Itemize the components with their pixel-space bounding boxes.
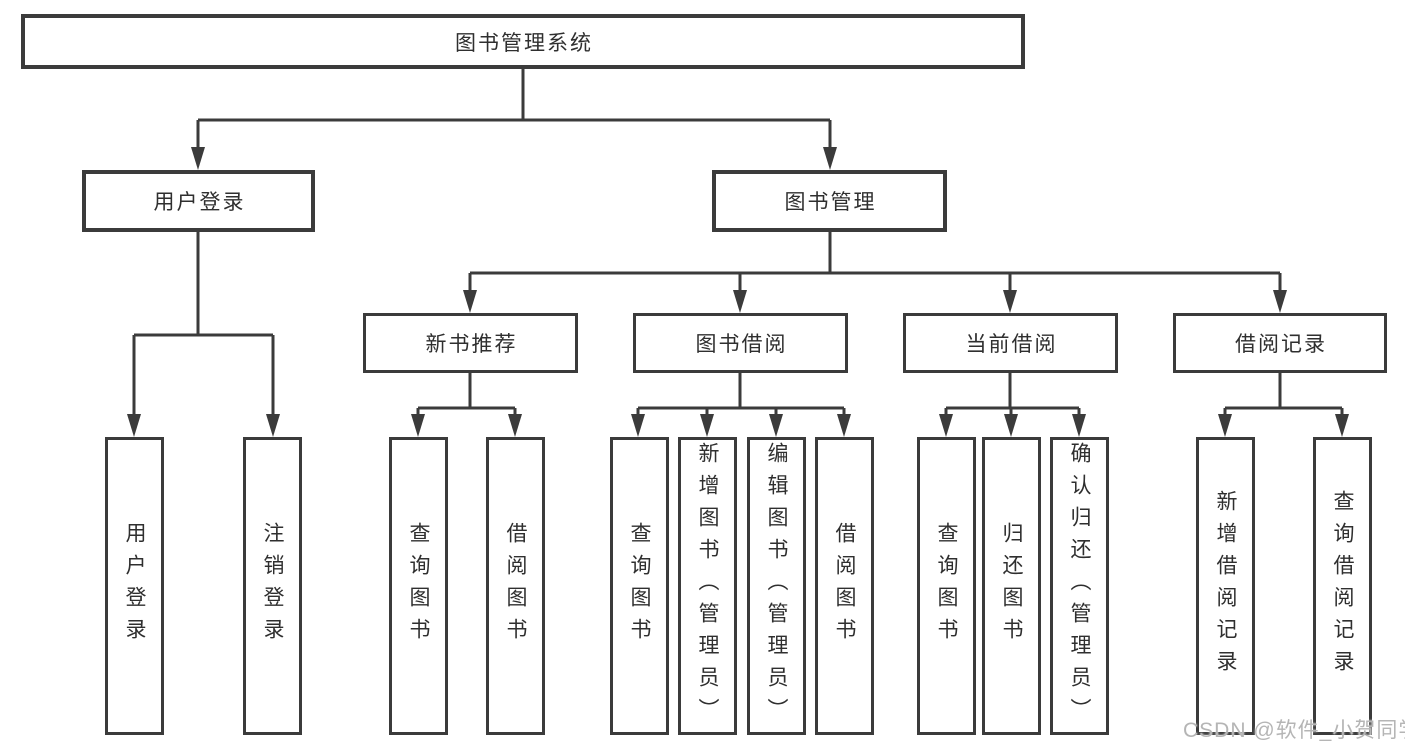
arrow-icon — [939, 414, 953, 437]
leaf-return-books: 归还图书 — [982, 437, 1041, 735]
leaf-logout: 注销登录 — [243, 437, 302, 735]
arrow-icon — [1335, 414, 1349, 437]
arrow-icon — [1003, 290, 1017, 313]
watermark: CSDN @软件_小贺同学 — [1183, 719, 1405, 742]
arrow-icon — [266, 414, 280, 437]
leaf-query-books-current: 查询图书 — [917, 437, 976, 735]
arrow-icon — [191, 147, 205, 170]
arrow-icon — [733, 290, 747, 313]
leaf-label: 查询借阅记录 — [1331, 490, 1354, 682]
arrow-icon — [1072, 414, 1086, 437]
connector-records-to-leaves — [1223, 373, 1344, 420]
leaf-label: 借阅图书 — [833, 522, 856, 650]
node-new-book-recommendation: 新书推荐 — [363, 313, 578, 373]
node-user-login: 用户登录 — [82, 170, 315, 232]
leaf-borrow-books-recommendation: 借阅图书 — [486, 437, 545, 735]
node-current-borrowing: 当前借阅 — [903, 313, 1118, 373]
arrow-icon — [837, 414, 851, 437]
leaf-label: 用户登录 — [123, 522, 146, 650]
connector-recommendation-to-leaves — [416, 373, 517, 420]
arrow-icon — [1004, 414, 1018, 437]
leaf-edit-books-admin: 编辑图书（管理员） — [747, 437, 806, 735]
arrowheads — [127, 147, 1349, 437]
arrow-icon — [463, 290, 477, 313]
connector-current-to-leaves — [944, 373, 1081, 420]
leaf-label: 查询图书 — [628, 522, 651, 650]
arrow-icon — [823, 147, 837, 170]
node-book-management: 图书管理 — [712, 170, 947, 232]
leaf-label: 新增图书（管理员） — [696, 442, 719, 730]
connector-book-management-to-level3 — [468, 232, 1282, 296]
leaf-label: 确认归还（管理员） — [1068, 442, 1091, 730]
arrow-icon — [411, 414, 425, 437]
arrow-icon — [631, 414, 645, 437]
leaf-label: 借阅图书 — [504, 522, 527, 650]
leaf-query-books-borrowing: 查询图书 — [610, 437, 669, 735]
leaf-add-borrowing-record: 新增借阅记录 — [1196, 437, 1255, 735]
leaf-query-books-recommendation: 查询图书 — [389, 437, 448, 735]
leaf-label: 归还图书 — [1000, 522, 1023, 650]
leaf-label: 新增借阅记录 — [1214, 490, 1237, 682]
arrow-icon — [1273, 290, 1287, 313]
leaf-label: 查询图书 — [407, 522, 430, 650]
node-borrowing-records: 借阅记录 — [1173, 313, 1387, 373]
arrow-icon — [508, 414, 522, 437]
connector-user-login-to-leaves — [132, 232, 275, 420]
node-library-management-system: 图书管理系统 — [21, 14, 1025, 69]
leaf-label: 注销登录 — [261, 522, 284, 650]
leaf-label: 编辑图书（管理员） — [765, 442, 788, 730]
leaf-query-borrowing-record: 查询借阅记录 — [1313, 437, 1372, 735]
connector-borrowing-to-leaves — [636, 373, 846, 420]
arrow-icon — [769, 414, 783, 437]
connector-root-to-level2 — [196, 69, 832, 152]
arrow-icon — [127, 414, 141, 437]
leaf-label: 查询图书 — [935, 522, 958, 650]
leaf-user-login: 用户登录 — [105, 437, 164, 735]
leaf-confirm-return-admin: 确认归还（管理员） — [1050, 437, 1109, 735]
leaf-add-books-admin: 新增图书（管理员） — [678, 437, 737, 735]
arrow-icon — [1218, 414, 1232, 437]
node-book-borrowing: 图书借阅 — [633, 313, 848, 373]
arrow-icon — [700, 414, 714, 437]
leaf-borrow-books-borrowing: 借阅图书 — [815, 437, 874, 735]
